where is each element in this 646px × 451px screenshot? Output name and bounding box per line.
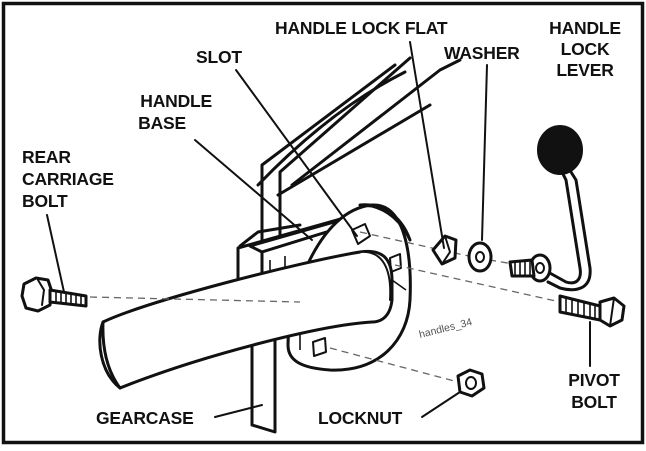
slot-notch — [351, 223, 371, 245]
label-locknut: LOCKNUT — [318, 408, 403, 428]
label-pivot-bolt-2: BOLT — [571, 392, 617, 412]
label-handle-lock-lever-2: LOCK — [561, 39, 610, 59]
label-rear-carriage-bolt-1: REAR — [22, 147, 71, 167]
handle-lock-lever-part — [508, 125, 592, 292]
pivot-bolt-part — [558, 294, 626, 328]
gearcase-body — [238, 223, 302, 434]
label-handle-lock-flat: HANDLE LOCK FLAT — [275, 18, 448, 38]
washer-part — [467, 241, 493, 273]
label-gearcase: GEARCASE — [96, 408, 194, 428]
label-handle-base-1: HANDLE — [140, 91, 212, 111]
gearcase-tube — [98, 249, 394, 390]
label-washer: WASHER — [444, 43, 520, 63]
lower-hole — [312, 337, 327, 357]
label-rear-carriage-bolt-2: CARRIAGE — [22, 169, 114, 189]
rear-carriage-bolt-leader — [46, 214, 65, 293]
label-rear-carriage-bolt-3: BOLT — [22, 191, 68, 211]
handle-lock-flat-leader — [409, 41, 445, 249]
locknut-part — [456, 368, 486, 398]
label-slot: SLOT — [196, 47, 242, 67]
washer-leader — [481, 64, 488, 241]
label-pivot-bolt-1: PIVOT — [568, 370, 620, 390]
gearcase-leader — [214, 404, 263, 418]
leader-lines — [46, 41, 591, 418]
callout-labels: HANDLE LOCK FLAT WASHER HANDLE LOCK LEVE… — [22, 18, 621, 428]
rear-carriage-bolt-part — [20, 276, 88, 313]
slot-leader — [235, 69, 358, 237]
label-handle-base-2: BASE — [138, 113, 186, 133]
label-handle-lock-lever-3: LEVER — [556, 60, 614, 80]
label-handle-lock-lever-1: HANDLE — [549, 18, 621, 38]
handle-base-leader — [194, 139, 313, 241]
locknut-leader — [421, 391, 461, 418]
